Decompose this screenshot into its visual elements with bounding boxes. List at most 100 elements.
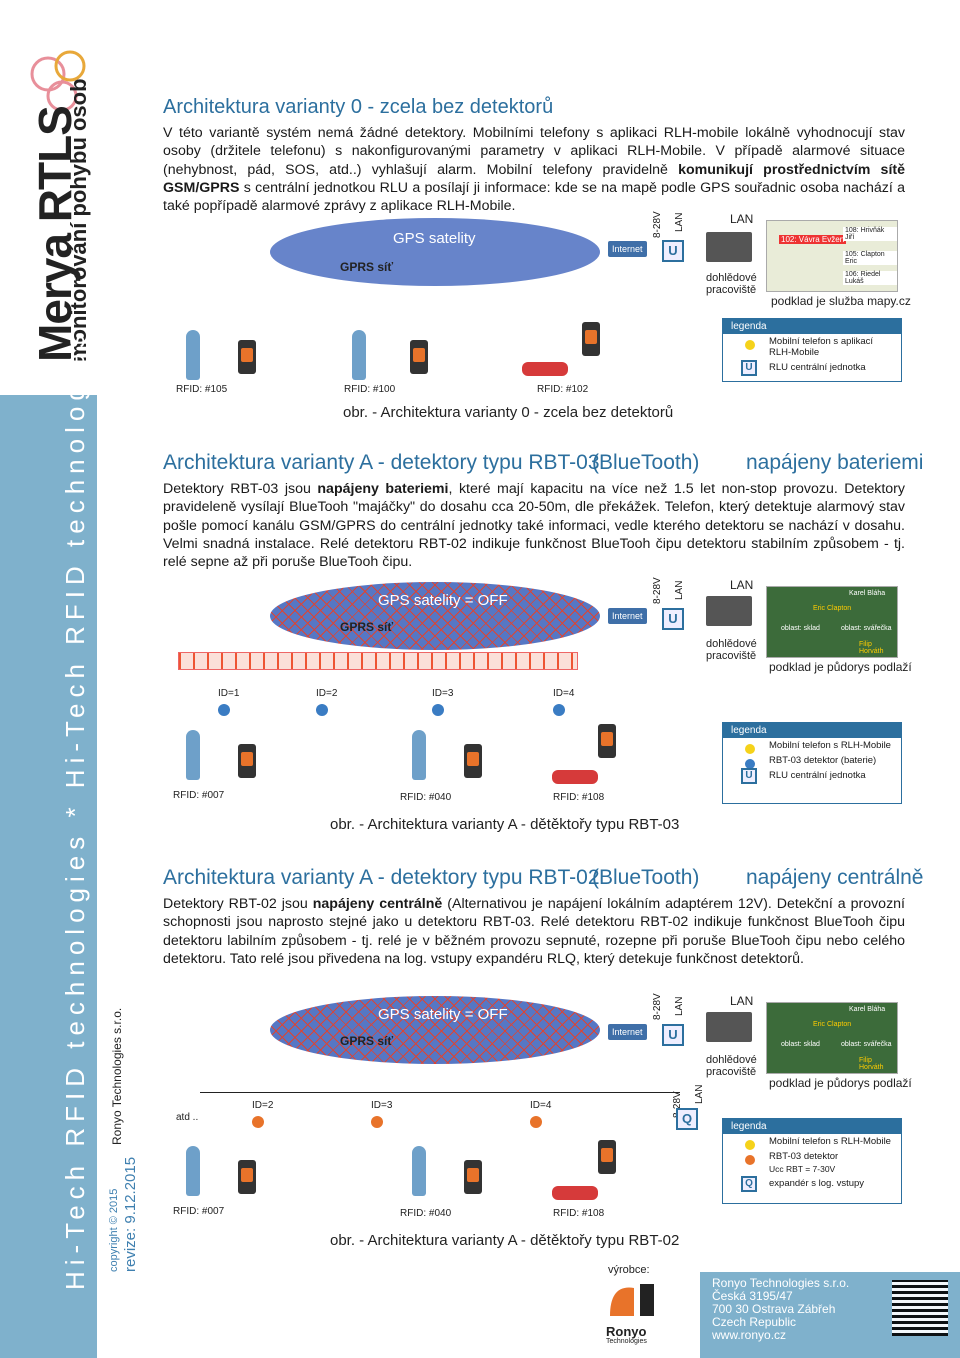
sectionA1-pb: napájeny bateriemi <box>317 481 448 497</box>
voltage-label: 8-28V <box>652 211 663 238</box>
laptop-icon <box>706 1012 752 1042</box>
section0-p2a: Mobilní telefony pravidelně <box>487 162 678 178</box>
rfid-label: RFID: #102 <box>537 384 588 395</box>
laptop-icon <box>706 232 752 262</box>
sectionA2-title: Architektura varianty A - detektory typu… <box>163 866 600 890</box>
person-icon <box>412 730 426 780</box>
caption-A1: obr. - Architektura varianty A - dětěkto… <box>330 816 679 833</box>
rlu-unit-icon: U <box>662 1024 684 1046</box>
detector-id: ID=1 <box>218 688 239 699</box>
bus-line <box>200 1092 680 1093</box>
rlu-icon: U <box>741 360 757 376</box>
sectionA1-title-power: napájeny bateriemi <box>746 451 923 475</box>
caption-A2: obr. - Architektura varianty A - dětěkto… <box>330 1232 679 1249</box>
voltage-label: 8-28V <box>652 993 663 1020</box>
lan-label: LAN <box>674 213 685 232</box>
rfid-label: RFID: #007 <box>173 1206 224 1217</box>
footer-panel: Ronyo Technologies s.r.o. Česká 3195/47 … <box>700 1272 960 1358</box>
sectionA1-pa: Detektory RBT-03 jsou <box>163 481 317 497</box>
legend-A1: legenda Mobilní telefon s RLH-Mobile RBT… <box>722 722 902 804</box>
caption-0: obr. - Architektura varianty 0 - zcela b… <box>343 404 673 421</box>
floorplan-image: Karel Bláha Eric Clapton oblast: sklad o… <box>766 586 898 658</box>
phone-icon <box>410 340 428 374</box>
map-tag: 105: Clapton Eric <box>843 251 897 265</box>
detector-id: ID=2 <box>252 1100 273 1111</box>
legend-A2: legenda Mobilní telefon s RLH-Mobile RBT… <box>722 1118 902 1204</box>
lan-label-q: LAN <box>694 1085 705 1104</box>
lan-label-2: LAN <box>730 994 753 1008</box>
person-icon <box>186 330 200 380</box>
person-icon <box>186 1146 200 1196</box>
rfid-label: RFID: #040 <box>400 1208 451 1219</box>
plan-tag: Eric Clapton <box>811 605 853 612</box>
legend-row: Ucc RBT = 7-30V <box>723 1164 901 1176</box>
detector-icon <box>432 704 444 716</box>
footer-link[interactable]: www.ronyo.cz <box>712 1329 786 1342</box>
detector-id: ID=3 <box>371 1100 392 1111</box>
logo-sub: Technologies <box>606 1338 662 1345</box>
legend-row: Mobilní telefon s RLH-Mobile <box>723 738 901 753</box>
workstation-label: dohlědové pracoviště <box>706 1054 766 1078</box>
revision-text: revize: 9.12.2015 <box>122 1157 139 1272</box>
internet-box: Internet <box>608 1024 647 1040</box>
internet-box: Internet <box>608 608 647 624</box>
detector-id: ID=3 <box>432 688 453 699</box>
plan-tag: oblast: svářečka <box>839 1041 894 1048</box>
ronyo-logo-icon <box>606 1280 662 1320</box>
gprs-label: GPRS síť <box>340 260 393 274</box>
sectionA2-title-bt: (BlueTooth) <box>592 866 699 890</box>
voltage-label: 8-28V <box>652 577 663 604</box>
map-tag: 102: Vávra Evžen <box>779 235 846 244</box>
detector-id: ID=4 <box>553 688 574 699</box>
side-strip-text: Hi-Tech RFID technologies * Hi-Tech RFID… <box>60 329 91 1290</box>
gprs-label: GPRS síť <box>340 1034 393 1048</box>
plan-tag: Eric Clapton <box>811 1021 853 1028</box>
lan-label: LAN <box>674 997 685 1016</box>
detector-icon <box>316 704 328 716</box>
plan-tag: oblast: svářečka <box>839 625 894 632</box>
legend-row: Mobilní telefon s aplikací RLH-Mobile <box>723 334 901 360</box>
rlu-unit-icon: U <box>662 240 684 262</box>
detector-id: ID=2 <box>316 688 337 699</box>
legend-head: legenda <box>723 1119 901 1134</box>
sectionA2-pa: Detektory RBT-02 jsou <box>163 896 313 912</box>
phone-icon <box>582 322 600 356</box>
gps-label: GPS satelity = OFF <box>378 1006 508 1023</box>
wall-graphic <box>178 652 578 670</box>
detector-icon <box>553 704 565 716</box>
logo-text: Ronyo <box>606 1325 662 1338</box>
gps-network-ellipse <box>270 218 600 286</box>
map-tag: 106: Riedel Lukáš <box>843 271 897 285</box>
section0-text: V této variantě systém nemá žádné detekt… <box>163 124 905 215</box>
lan-label-2: LAN <box>730 212 753 226</box>
phone-icon <box>238 1160 256 1194</box>
rfid-label: RFID: #105 <box>176 384 227 395</box>
plan-note: podklad je půdorys podlaží <box>769 660 912 674</box>
phone-icon <box>238 744 256 778</box>
plan-tag: Karel Bláha <box>847 1006 887 1013</box>
phone-dot-icon <box>745 340 755 350</box>
plan-tag: Filip Horváth <box>857 1057 897 1071</box>
rlu-icon: U <box>741 768 757 784</box>
detector-icon <box>218 704 230 716</box>
floorplan-image: Karel Bláha Eric Clapton oblast: sklad o… <box>766 1002 898 1074</box>
workstation-label: dohlědové pracoviště <box>706 272 766 296</box>
detector-icon <box>530 1116 542 1128</box>
sectionA1-title-bt: (BlueTooth) <box>592 451 699 475</box>
rlu-unit-icon: U <box>662 608 684 630</box>
fallen-person-icon <box>552 1186 598 1200</box>
section0-title: Architektura varianty 0 - zcela bez dete… <box>163 96 553 119</box>
plan-tag: oblast: sklad <box>779 1041 822 1048</box>
rfid-label: RFID: #108 <box>553 792 604 803</box>
phone-icon <box>598 1140 616 1174</box>
sectionA1-text: Detektory RBT-03 jsou napájeny bateriemi… <box>163 480 905 571</box>
phone-icon <box>238 340 256 374</box>
qr-code-icon <box>892 1280 948 1336</box>
map-image: 102: Vávra Evžen 108: Hrivňák Jiří 105: … <box>766 220 898 292</box>
legend-row: Mobilní telefon s RLH-Mobile <box>723 1134 901 1149</box>
phone-icon <box>464 744 482 778</box>
detector-icon <box>371 1116 383 1128</box>
legend-row: RBT-03 detektor <box>723 1149 901 1164</box>
plan-note: podklad je půdorys podlaží <box>769 1076 912 1090</box>
